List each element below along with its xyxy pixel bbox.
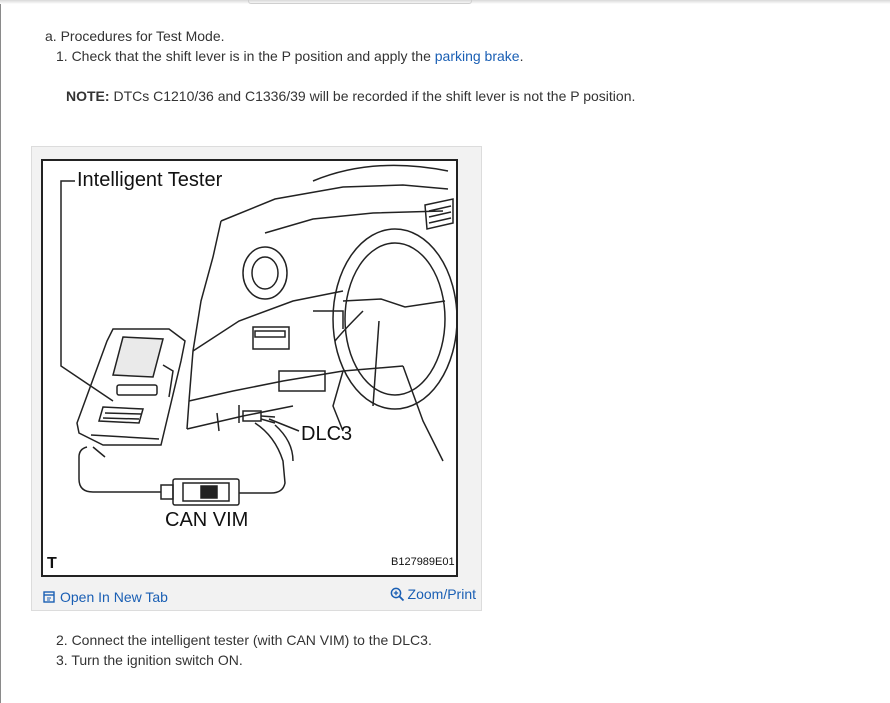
top-shadow — [0, 0, 890, 4]
note: NOTE: DTCs C1210/36 and C1336/39 will be… — [66, 88, 635, 104]
step-1-text: 1. Check that the shift lever is in the … — [56, 48, 435, 64]
clipped-header-fragment — [248, 0, 472, 4]
open-in-new-tab-link[interactable]: Open In New Tab — [43, 589, 168, 605]
open-tab-icon — [43, 591, 55, 603]
dashboard-diagram — [60, 164, 456, 506]
parking-brake-link[interactable]: parking brake — [434, 48, 520, 64]
step-a-procedures: a. Procedures for Test Mode. — [45, 28, 225, 44]
figure-illustration[interactable]: Intelligent Tester DLC3 CAN VIM T B12798… — [41, 159, 458, 577]
figure-id: B127989E01 — [391, 556, 455, 568]
zoom-in-icon — [390, 587, 404, 601]
zoom-print-label: Zoom/Print — [407, 586, 476, 602]
open-in-new-tab-label: Open In New Tab — [60, 589, 168, 605]
step-2: 2. Connect the intelligent tester (with … — [56, 632, 432, 648]
step-1: 1. Check that the shift lever is in the … — [56, 48, 523, 64]
step-1-suffix: . — [519, 48, 524, 64]
figure-actions: Open In New Tab Zoom/Print — [31, 585, 482, 609]
note-text: DTCs C1210/36 and C1336/39 will be recor… — [109, 88, 636, 104]
corner-mark: T — [47, 555, 57, 572]
page-left-border — [0, 0, 1, 703]
step-3: 3. Turn the ignition switch ON. — [56, 652, 243, 668]
can-vim-label: CAN VIM — [165, 509, 249, 531]
note-label: NOTE: — [66, 88, 110, 104]
intelligent-tester-label: Intelligent Tester — [77, 169, 223, 191]
zoom-print-link[interactable]: Zoom/Print — [390, 586, 476, 602]
dlc3-label: DLC3 — [301, 423, 353, 445]
